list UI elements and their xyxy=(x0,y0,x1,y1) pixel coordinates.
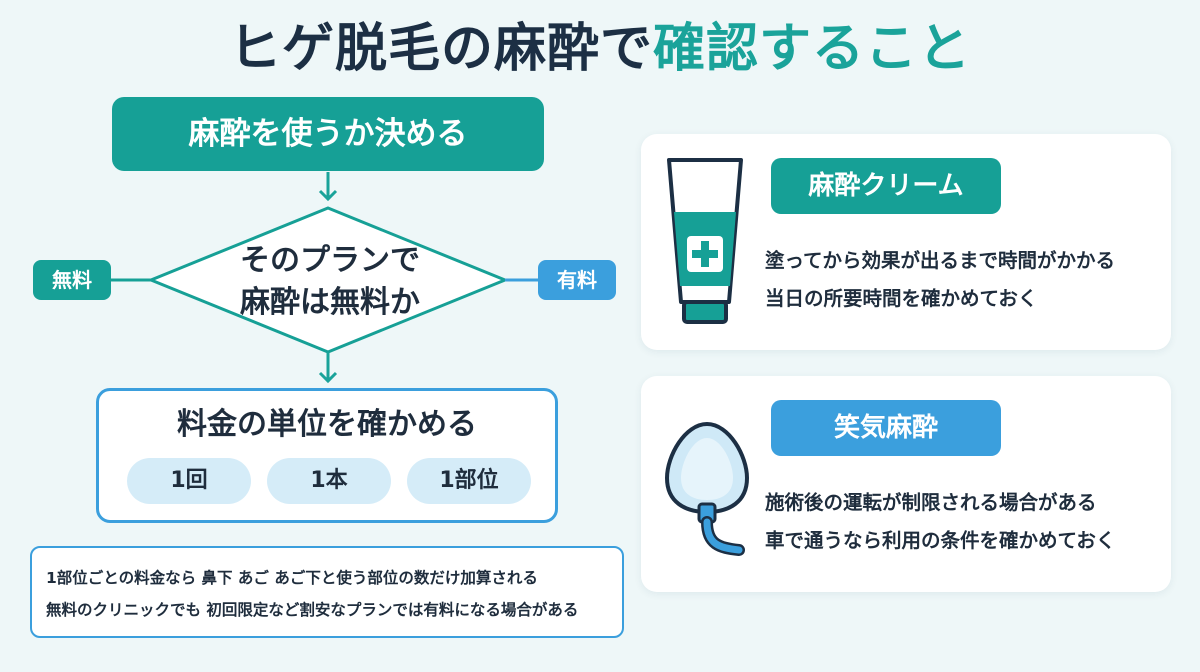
unit-box: 料金の単位を確かめる 1回 1本 1部位 xyxy=(96,388,558,523)
note-box: 1部位ごとの料金なら 鼻下 あご あご下と使う部位の数だけ加算される 無料のクリ… xyxy=(30,546,624,638)
unit-pill-per-tube: 1本 xyxy=(267,458,391,504)
unit-pill-per-area: 1部位 xyxy=(407,458,531,504)
card-cream: 麻酔クリーム 塗ってから効果が出るまで時間がかかる 当日の所要時間を確かめておく xyxy=(641,134,1171,350)
start-box: 麻酔を使うか決める xyxy=(112,97,544,171)
gas-line-1: 施術後の運転が制限される場合がある xyxy=(765,491,1097,514)
cream-line-2: 当日の所要時間を確かめておく xyxy=(765,287,1038,310)
tag-paid: 有料 xyxy=(538,260,616,300)
cream-tube-icon xyxy=(667,158,743,324)
decision-line-2: 麻酔は無料か xyxy=(240,285,420,320)
tag-free: 無料 xyxy=(33,260,111,300)
gas-line-2: 車で通うなら利用の条件を確かめておく xyxy=(765,529,1116,552)
gas-text: 施術後の運転が制限される場合がある 車で通うなら利用の条件を確かめておく xyxy=(765,484,1165,560)
title-main: ヒゲ脱毛の麻酔で xyxy=(228,19,653,79)
arrow-head-bottom xyxy=(318,371,338,384)
title-accent: 確認すること xyxy=(653,19,972,79)
note-line-2: 無料のクリニックでも 初回限定など割安なプランでは有料になる場合がある xyxy=(46,601,579,619)
cream-line-1: 塗ってから効果が出るまで時間がかかる xyxy=(765,249,1116,272)
decision-line-1: そのプランで xyxy=(240,243,420,278)
note-line-1: 1部位ごとの料金なら 鼻下 あご あご下と使う部位の数だけ加算される xyxy=(46,569,538,587)
card-gas: 笑気麻酔 施術後の運転が制限される場合がある 車で通うなら利用の条件を確かめてお… xyxy=(641,376,1171,592)
page-title: ヒゲ脱毛の麻酔で確認すること xyxy=(0,14,1200,84)
gas-heading: 笑気麻酔 xyxy=(771,400,1001,456)
unit-title: 料金の単位を確かめる xyxy=(177,407,477,442)
decision-text: そのプランで 麻酔は無料か xyxy=(200,240,460,330)
cream-text: 塗ってから効果が出るまで時間がかかる 当日の所要時間を確かめておく xyxy=(765,242,1165,318)
arrow-head-top xyxy=(318,189,338,202)
unit-pill-per-session: 1回 xyxy=(127,458,251,504)
gas-mask-icon xyxy=(664,421,750,556)
cream-heading: 麻酔クリーム xyxy=(771,158,1001,214)
